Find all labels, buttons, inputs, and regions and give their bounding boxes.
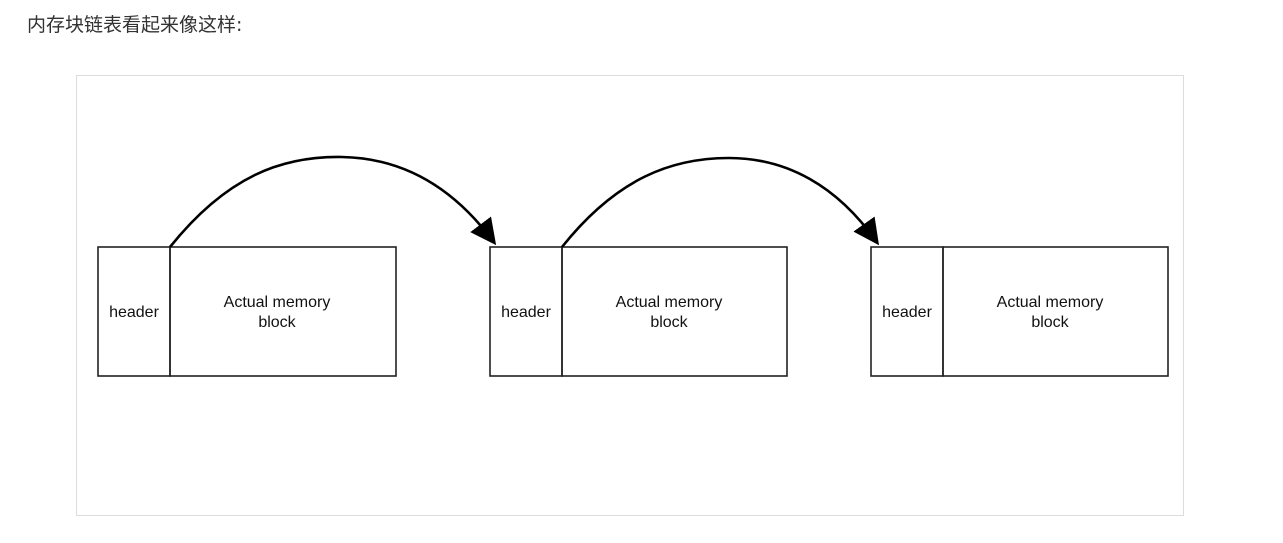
block-label-line1: Actual memory xyxy=(997,294,1104,311)
header-label: header xyxy=(501,304,551,321)
block-label-line1: Actual memory xyxy=(616,294,723,311)
block-body-cell xyxy=(942,246,1169,377)
diagram-canvas: header Actual memory block header Actual… xyxy=(97,155,1169,377)
memory-block-2: header Actual memory block xyxy=(489,246,788,377)
header-label: header xyxy=(109,304,159,321)
intro-text: 内存块链表看起来像这样: xyxy=(27,14,243,36)
block-label-line2: block xyxy=(258,314,296,331)
header-label: header xyxy=(882,304,932,321)
next-pointer-arrow-1 xyxy=(168,155,497,248)
memory-block-1: header Actual memory block xyxy=(97,246,397,377)
memory-block-3: header Actual memory block xyxy=(870,246,1169,377)
next-pointer-arrow-2 xyxy=(560,156,880,248)
block-label-line2: block xyxy=(1031,314,1069,331)
block-label-line1: Actual memory xyxy=(224,294,331,311)
memory-block-list-diagram: header Actual memory block header Actual… xyxy=(76,75,1184,516)
block-body-cell xyxy=(169,246,397,377)
block-body-cell xyxy=(561,246,788,377)
block-label-line2: block xyxy=(650,314,688,331)
